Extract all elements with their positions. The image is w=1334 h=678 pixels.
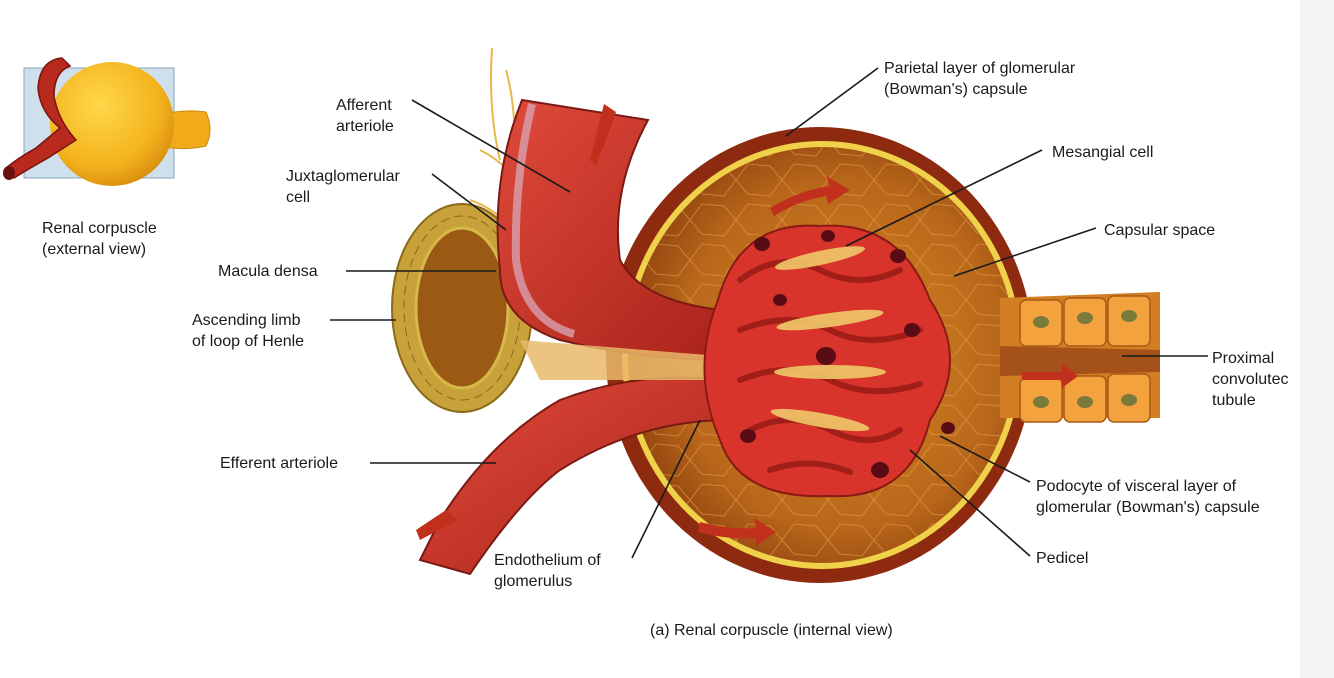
renal-corpuscle-figure: Renal corpuscle (external view) Afferent… — [3, 47, 1289, 639]
leader-afferent — [411, 99, 571, 193]
tubule-flow-arrow — [1022, 364, 1078, 388]
inset-external-view — [3, 57, 211, 186]
blood-flow-arrow-in — [590, 104, 616, 166]
label-podocyte: Podocyte of visceral layer of glomerular… — [1036, 478, 1260, 516]
mesangial-strands — [770, 246, 886, 432]
label-capsular-space: Capsular space — [1104, 222, 1216, 239]
leader-lines — [330, 67, 1208, 559]
tubule-nuclei — [1033, 310, 1137, 408]
filtrate-flow-arrow-bottom — [698, 518, 776, 546]
leader-juxtaglomerular — [431, 173, 507, 231]
label-ascending-limb: Ascending limb of loop of Henle — [192, 312, 305, 350]
leader-pedicel — [909, 449, 1031, 557]
leader-parietal — [785, 67, 879, 137]
leader-podocyte — [939, 435, 1031, 483]
leader-mesangial — [845, 149, 1043, 247]
filtrate-flow-arrow-top — [770, 176, 850, 216]
label-juxtaglomerular-cell: Juxtaglomerular cell — [286, 168, 400, 206]
label-proximal-tubule: Proximal convolutec tubule — [1212, 350, 1289, 409]
label-endothelium: Endothelium of glomerulus — [494, 552, 601, 590]
label-mesangial-cell: Mesangial cell — [1052, 144, 1154, 161]
label-macula-densa: Macula densa — [218, 263, 318, 280]
juxtaglomerular-cell-layer — [511, 103, 576, 338]
arterioles — [416, 47, 732, 576]
label-parietal-layer: Parietal layer of glomerular (Bowman's) … — [884, 60, 1076, 98]
renal-corpuscle-illustration — [3, 47, 1208, 583]
ascending-limb — [391, 203, 533, 413]
leader-endothelium — [631, 419, 701, 559]
blood-flow-arrow-out — [416, 510, 458, 540]
inset-arterioles — [4, 57, 78, 179]
label-afferent-arteriole: Afferent arteriole — [336, 97, 394, 135]
capillary-loops — [737, 259, 923, 475]
proximal-tubule — [1000, 292, 1160, 423]
side-panel-strip — [1300, 0, 1334, 678]
podocyte-nuclei — [740, 230, 955, 478]
efferent-arteriole-vessel — [418, 376, 732, 576]
inset-vessel-lumen — [3, 166, 15, 180]
glomerulus — [703, 224, 955, 498]
label-inset-external-view: Renal corpuscle (external view) — [42, 220, 157, 258]
inset-capsule — [50, 62, 174, 186]
ascending-limb-lumen — [414, 226, 510, 390]
label-pedicel: Pedicel — [1036, 550, 1089, 567]
extraglomerular-mesangium — [520, 340, 720, 380]
label-efferent-arteriole: Efferent arteriole — [220, 455, 338, 472]
figure-caption: (a) Renal corpuscle (internal view) — [650, 622, 893, 639]
leader-capsular-space — [953, 227, 1097, 277]
tubule-lumen — [1000, 346, 1160, 376]
